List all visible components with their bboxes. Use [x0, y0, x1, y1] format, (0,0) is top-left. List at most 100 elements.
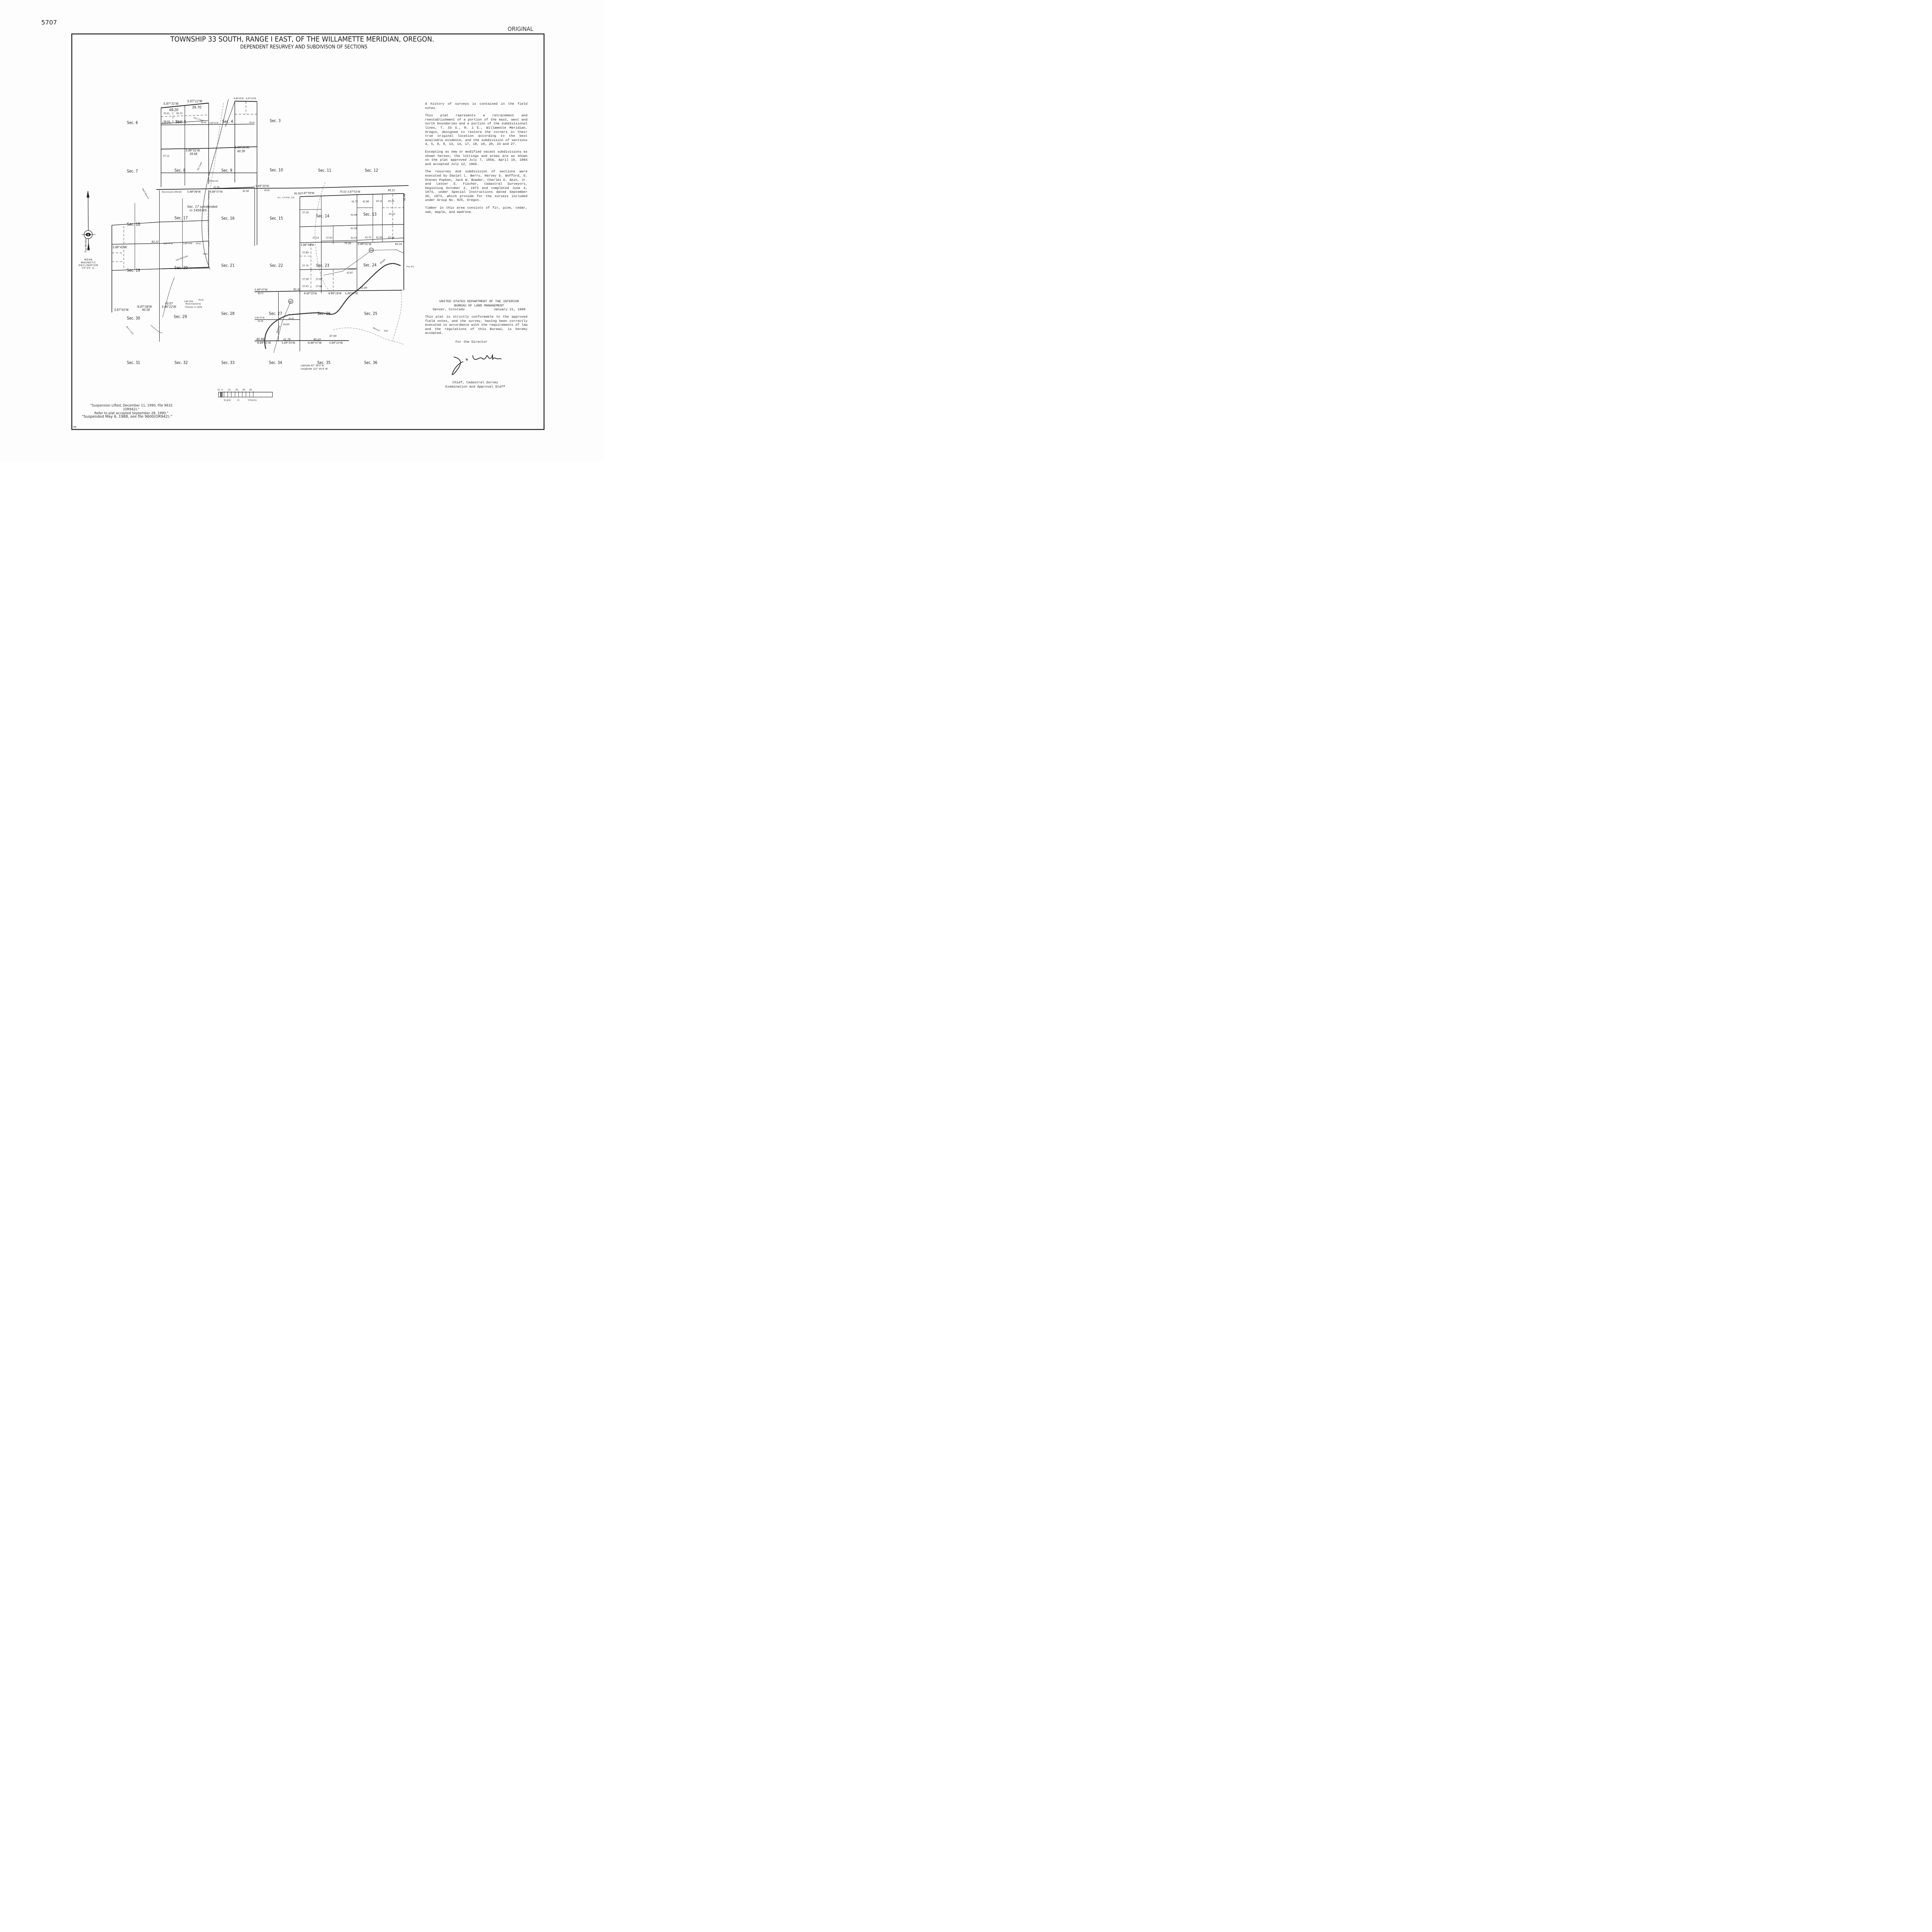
section-label: Sec. 22 [270, 264, 283, 268]
section-label: Sec. 13 [363, 212, 376, 217]
section-label: Sec. 35 [317, 361, 330, 365]
feature-label: Old Elk Creek [175, 255, 188, 262]
original-stamp: ORIGINAL [508, 26, 533, 32]
distance-label: 39.68 [190, 152, 198, 156]
lot-area: 43.16 [388, 237, 395, 239]
bearing-label: S.89°47'W. [255, 288, 268, 291]
lot-areas: 35.61 36.73 36.24 37.14 37.12 42.75 42.9… [163, 113, 395, 288]
scale-bar: 10 0 20 40 60 80 Scale in Chains [217, 389, 273, 401]
distance-label: 81.96 [403, 194, 406, 201]
lot-area: 37.68 [316, 286, 322, 288]
feature-label: Berry Creek [126, 326, 134, 335]
lot-area: 35.61 [163, 113, 170, 115]
lot-area: 37.12 [163, 155, 170, 157]
lot-area: 42.47 [350, 237, 357, 240]
lot-area: 42.87 [347, 272, 353, 274]
distance-label: 81.82 [294, 192, 301, 195]
bearing-label: S.87°59'W. [301, 192, 315, 195]
section-label: Sec. 25 [364, 311, 377, 316]
highway-62-marker: 62 62 [288, 248, 374, 304]
lot-area: 37.82 [316, 278, 322, 281]
scale-tick: 40 [235, 389, 238, 391]
bearing-label: N.89°35'W. [304, 292, 317, 295]
section-label: Sec. 31 [127, 361, 140, 365]
approval-statement: This plat is strictly conformable to the… [425, 315, 527, 335]
scale-tick: 20 [228, 389, 231, 391]
distance-label: 40.91 [264, 190, 270, 192]
section-label: Sec. 33 [221, 361, 235, 365]
feature-label: ROGUE [348, 268, 356, 270]
bearing-label: S.89°31'W. [235, 146, 250, 149]
scale-label: Chains [248, 399, 257, 401]
bearing-label: S.89°33'W. [282, 341, 296, 345]
section-label: Sec. 29 [174, 315, 187, 319]
distance-label: 78.44 [201, 122, 206, 124]
feature-label: Elk Creek [197, 162, 203, 171]
bearing-label: N.88°06'W. [234, 98, 244, 100]
bearing-label: N.88°47'W. [308, 341, 322, 345]
section-label: Sec. 32 [175, 361, 188, 365]
bearing-label: S.86°22'W. [162, 305, 177, 308]
section-label: Sec. 4 [222, 119, 233, 124]
lot-area: 42.98 [362, 201, 369, 203]
svg-text:62: 62 [370, 249, 373, 252]
longitude: Longitude 122° 40.6' W. [301, 367, 328, 370]
distance-label: 39.70 [192, 105, 201, 110]
plat-title: TOWNSHIP 33 SOUTH, RANGE I EAST, OF THE … [170, 35, 434, 44]
lot-area: 36.73 [176, 113, 183, 115]
feature-label: Reservoir [209, 180, 219, 182]
distance-label: 82.08 [243, 190, 249, 193]
plat-notes: A history of surveys is contained in the… [425, 102, 527, 218]
section-label: Sec. 7 [127, 169, 138, 173]
section-label: Sec. 20 [175, 266, 188, 270]
svg-text:MEAN: MEAN [84, 259, 92, 261]
feature-label: Pool [203, 253, 208, 255]
department-name: UNITED STATES DEPARTMENT OF THE INTERIOR [439, 299, 519, 303]
section-label: Sec. 19 [127, 268, 140, 273]
for-director: For the Director [455, 340, 488, 344]
witness-corner-note: W.C., S.0°16'W., 0.40 [278, 197, 295, 199]
director-signature [452, 354, 502, 375]
bearing-label: N.89°27'W. [162, 122, 172, 124]
section-label: Sec. 18 [127, 222, 140, 227]
svg-text:19°45' E.: 19°45' E. [82, 267, 95, 270]
section-label: Sec. 28 [221, 311, 235, 316]
distance-label: 40.20 [169, 108, 178, 112]
section-label: Sec. 11 [318, 168, 331, 173]
scale-label: in [237, 399, 240, 401]
svg-text:DECLINATION: DECLINATION [79, 264, 98, 267]
lot-area: 43.44 [388, 200, 395, 202]
bearing-label: S.89°57'W. [255, 317, 265, 319]
lot-area: 37.43 [302, 286, 309, 288]
note-paragraph: The resurvey and subdivision of sections… [425, 170, 527, 202]
distance-label: 85.22 [388, 189, 395, 192]
feature-label: Pool [384, 330, 388, 332]
bearing-labels: S.87°31'W. S.87°12'W. 40.20 39.70 N.88°0… [113, 98, 406, 345]
signatory-title: Chief, Cadastral Survey Examination and … [445, 381, 505, 389]
section-label: Sec. 14 [316, 214, 329, 218]
magnetic-declination: MEAN MAGNETIC DECLINATION 19°45' E. [79, 259, 98, 270]
bearing-label: N.88°47'W. [163, 243, 173, 245]
lot-area: 43.21 [376, 200, 383, 202]
bearing-label: S.89°52'W. [185, 149, 201, 152]
section-label: Sec. 26 [317, 311, 330, 316]
section-label: Sec. 16 [221, 216, 235, 221]
office-location: Denver, Colorado [433, 308, 465, 312]
orig-wc-note: Orig. W.C. [406, 266, 415, 268]
lot-area: 42.66 [350, 214, 357, 216]
lot-area: 42.70 [365, 237, 371, 239]
bearing-label: S.84°14'W. [183, 243, 192, 245]
lot-area: 43.35 [389, 213, 395, 216]
lot-area: 42.56 [350, 228, 357, 230]
sheet-number: 5707 [41, 19, 57, 26]
scale-tick: 0 [221, 389, 223, 391]
distance-label: 40.71 [258, 293, 264, 295]
latitude: Latitude 42° 39.5' N. [301, 364, 324, 367]
bearing-label: N.88°57'W. [209, 190, 223, 194]
section-label: Sec. 8 [175, 168, 185, 173]
section-label: Sec. 30 [127, 316, 140, 321]
approval-date: January 21, 1980 [493, 308, 526, 312]
bearing-label: S.89°20'W. [255, 184, 269, 187]
section-label: Sec. 36 [364, 361, 377, 365]
distance-label: 81.42 [294, 288, 301, 291]
